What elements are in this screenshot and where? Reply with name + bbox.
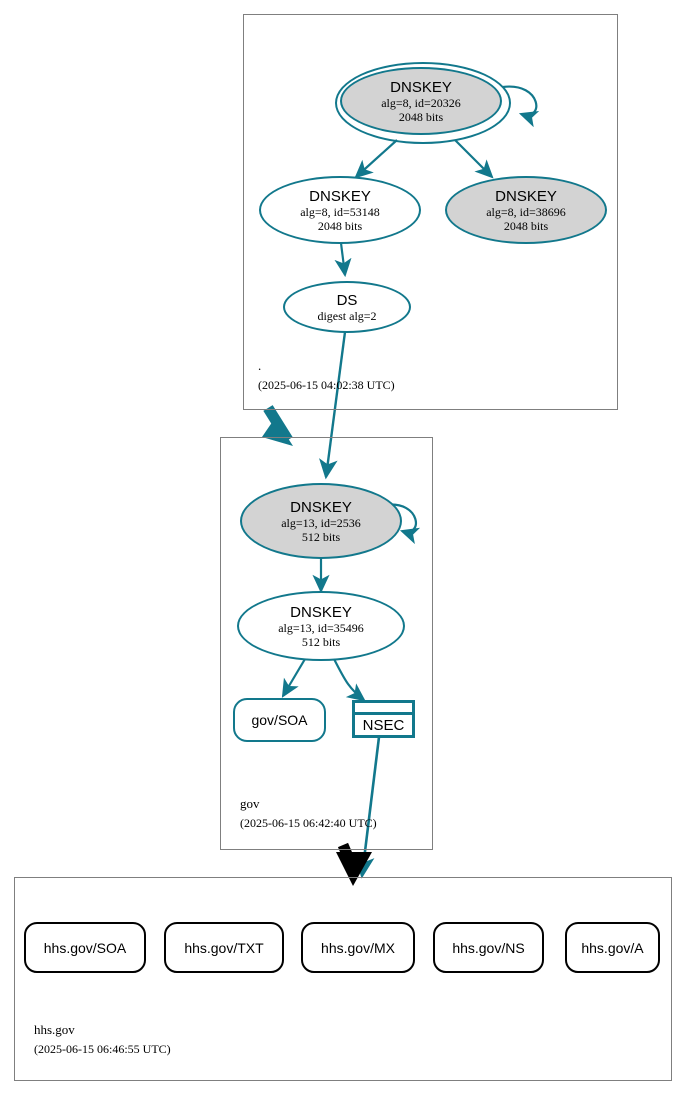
edge-root-zsk-to-ds xyxy=(334,242,352,278)
zone-name: gov xyxy=(240,796,260,811)
node-detail-alg-id: alg=8, id=20326 xyxy=(381,95,461,110)
node-title: DNSKEY xyxy=(290,498,352,516)
node-detail-alg-id: alg=13, id=2536 xyxy=(281,515,361,530)
rrset-label: hhs.gov/TXT xyxy=(184,939,264,956)
zone-label-root: . (2025-06-15 04:02:38 UTC) xyxy=(258,358,395,393)
edge-gov-zsk-to-nsec xyxy=(333,658,366,702)
zone-timestamp: (2025-06-15 06:46:55 UTC) xyxy=(34,1042,171,1056)
node-gov-nsec[interactable]: NSEC xyxy=(352,700,415,738)
zone-box-hhsgov xyxy=(14,877,672,1081)
node-root-dnskey-38696[interactable]: DNSKEY alg=8, id=38696 2048 bits xyxy=(445,176,607,244)
node-root-ds[interactable]: DS digest alg=2 xyxy=(283,281,411,333)
node-hhsgov-ns-rrset[interactable]: hhs.gov/NS xyxy=(433,922,544,973)
node-detail-size: 2048 bits xyxy=(503,218,549,233)
nsec-label: NSEC xyxy=(362,716,405,734)
nsec-header-strip xyxy=(355,703,412,715)
node-detail-alg-id: alg=8, id=53148 xyxy=(300,204,380,219)
rrset-label: hhs.gov/A xyxy=(581,939,644,956)
node-root-dnskey-20326[interactable]: DNSKEY alg=8, id=20326 2048 bits xyxy=(340,67,502,135)
rrset-label: hhs.gov/NS xyxy=(452,939,525,956)
node-hhsgov-txt-rrset[interactable]: hhs.gov/TXT xyxy=(164,922,284,973)
zone-box-root xyxy=(243,14,618,410)
node-root-dnskey-53148[interactable]: DNSKEY alg=8, id=53148 2048 bits xyxy=(259,176,421,244)
node-detail-size: 512 bits xyxy=(301,634,341,649)
node-title: DNSKEY xyxy=(309,187,371,205)
node-hhsgov-soa-rrset[interactable]: hhs.gov/SOA xyxy=(24,922,146,973)
edge-root-ksk-self-loop xyxy=(502,85,540,128)
node-title: DS xyxy=(336,291,358,309)
zone-name: . xyxy=(258,358,262,373)
rrset-label: hhs.gov/MX xyxy=(321,939,395,956)
node-gov-dnskey-2536[interactable]: DNSKEY alg=13, id=2536 512 bits xyxy=(240,483,402,559)
edge-root-ksk-to-zsk-53148 xyxy=(354,139,398,179)
edge-gov-zsk-to-gov-soa xyxy=(281,658,306,698)
node-title: DNSKEY xyxy=(495,187,557,205)
root-ksk-outer-ring xyxy=(335,62,511,144)
rrset-label: hhs.gov/SOA xyxy=(43,939,127,956)
edge-root-zone-to-gov-zone-delegation xyxy=(262,405,293,446)
edge-ds-to-gov-ksk xyxy=(319,331,347,480)
zone-label-gov: gov (2025-06-15 06:42:40 UTC) xyxy=(240,796,377,831)
node-hhsgov-mx-rrset[interactable]: hhs.gov/MX xyxy=(301,922,415,973)
zone-box-gov xyxy=(220,437,433,850)
edge-root-ksk-to-zsk-38696 xyxy=(454,139,494,179)
zone-timestamp: (2025-06-15 06:42:40 UTC) xyxy=(240,816,377,830)
node-detail-size: 512 bits xyxy=(301,529,341,544)
edge-gov-zone-to-hhsgov-zone-delegation xyxy=(336,842,372,886)
zone-name: hhs.gov xyxy=(34,1022,75,1037)
node-detail-digest-alg: digest alg=2 xyxy=(317,308,377,323)
node-title: DNSKEY xyxy=(290,603,352,621)
node-detail-alg-id: alg=13, id=35496 xyxy=(278,620,364,635)
zone-timestamp: (2025-06-15 04:02:38 UTC) xyxy=(258,378,395,392)
node-detail-size: 2048 bits xyxy=(398,109,444,124)
node-hhsgov-a-rrset[interactable]: hhs.gov/A xyxy=(565,922,660,973)
node-title: DNSKEY xyxy=(390,78,452,96)
node-detail-size: 2048 bits xyxy=(317,218,363,233)
rrset-label: gov/SOA xyxy=(251,712,308,728)
node-gov-soa-rrset[interactable]: gov/SOA xyxy=(233,698,326,742)
node-gov-dnskey-35496[interactable]: DNSKEY alg=13, id=35496 512 bits xyxy=(237,591,405,661)
node-detail-alg-id: alg=8, id=38696 xyxy=(486,204,566,219)
zone-label-hhsgov: hhs.gov (2025-06-15 06:46:55 UTC) xyxy=(34,1022,171,1057)
